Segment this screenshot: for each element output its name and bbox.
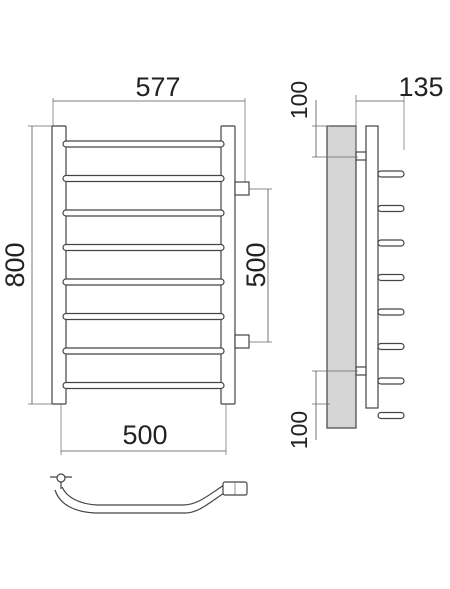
top-view bbox=[50, 473, 248, 514]
inner-width-label: 500 bbox=[122, 420, 167, 450]
rail-profile-inner bbox=[61, 484, 225, 506]
rung bbox=[62, 278, 225, 286]
rung bbox=[62, 174, 225, 183]
rungs-group bbox=[62, 140, 225, 390]
right-vertical-tube bbox=[220, 125, 236, 405]
upper-wall-mount bbox=[355, 151, 367, 161]
rung bbox=[62, 243, 225, 252]
wall-offset-label: 135 bbox=[398, 72, 443, 102]
rung bbox=[62, 312, 225, 321]
wall-section bbox=[326, 125, 357, 429]
bracket-screw-icon bbox=[56, 473, 66, 483]
rung bbox=[62, 381, 225, 390]
side-rung-stub bbox=[377, 377, 405, 385]
side-rung-stub bbox=[377, 239, 405, 247]
axis-distance-label: 500 bbox=[241, 242, 271, 287]
side-rung-stub bbox=[377, 273, 405, 282]
upper-connection-nipple bbox=[234, 181, 250, 196]
overall-height-label: 800 bbox=[0, 242, 30, 287]
rung bbox=[62, 140, 225, 148]
side-rung-stub bbox=[377, 170, 405, 178]
side-vertical-tube bbox=[365, 125, 379, 409]
bottom-offset-label: 100 bbox=[286, 411, 312, 449]
side-rung-stub bbox=[377, 411, 405, 420]
side-rung-stub bbox=[377, 308, 405, 316]
side-rung-stub bbox=[377, 342, 405, 351]
front-view: 577 800 500 500 bbox=[0, 72, 272, 455]
overall-width-label: 577 bbox=[135, 72, 180, 102]
left-vertical-tube bbox=[51, 125, 67, 405]
rung bbox=[62, 209, 225, 217]
side-rung-stub bbox=[377, 204, 405, 213]
rung bbox=[62, 347, 225, 355]
top-offset-label: 100 bbox=[286, 81, 312, 119]
side-rungs-group bbox=[377, 170, 405, 420]
lower-connection-nipple bbox=[234, 334, 250, 349]
side-view: 135 100 100 bbox=[286, 72, 444, 449]
